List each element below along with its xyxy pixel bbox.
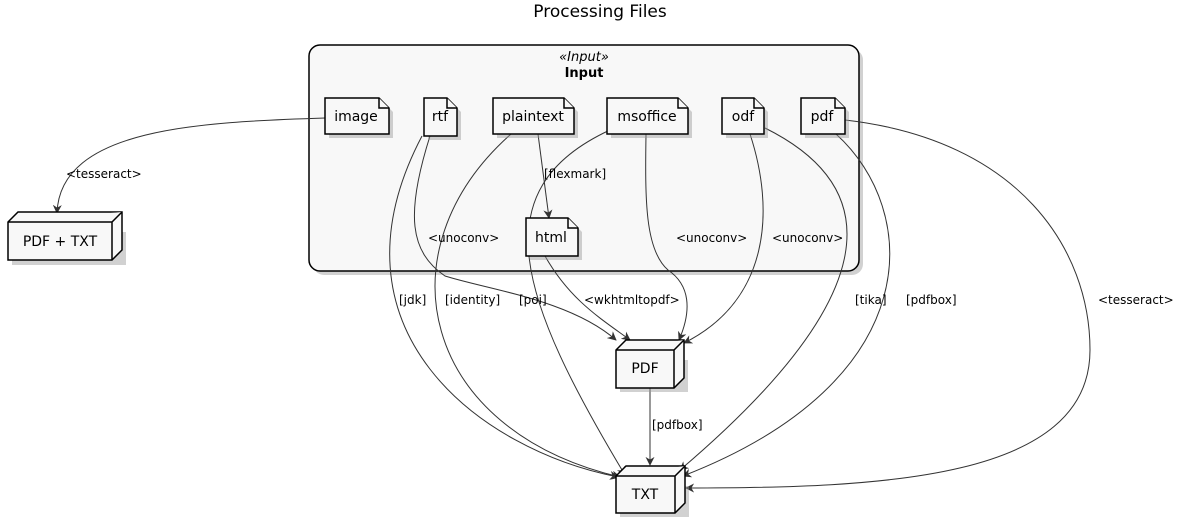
node-pdf-txt-label: PDF + TXT: [23, 234, 98, 250]
edge-labels: <tesseract> [flexmark] <unoconv> <unocon…: [66, 167, 1174, 432]
label-plaintext-identity: [identity]: [445, 293, 500, 307]
node-pdf: PDF: [615, 339, 688, 392]
package-stereotype: «Input»: [559, 50, 609, 65]
artifact-odf-label: odf: [732, 109, 755, 125]
edge-plaintext-html: [537, 133, 553, 219]
edge-msoffice-pdf: [645, 133, 688, 341]
edge-pdf-txt-tesseract: [685, 119, 1091, 493]
artifact-msoffice-label: msoffice: [617, 109, 676, 125]
artifact-pdf: pdf: [800, 97, 849, 138]
artifact-image-label: image: [334, 109, 378, 125]
edge-rtf-txt: [389, 135, 619, 480]
label-plaintext-flexmark: [flexmark]: [544, 167, 606, 181]
label-pdf-tesseract: <tesseract>: [1098, 293, 1174, 307]
edges: [52, 117, 1091, 493]
label-msoffice-unoconv: <unoconv>: [676, 231, 747, 245]
node-txt-label: TXT: [631, 487, 659, 503]
node-pdf-label: PDF: [631, 361, 658, 377]
artifact-odf: odf: [721, 97, 768, 138]
artifact-html: html: [525, 217, 582, 260]
edge-rtf-pdf: [413, 135, 617, 341]
edge-html-pdf: [544, 255, 631, 341]
label-rtf-unoconv: <unoconv>: [428, 231, 499, 245]
label-html-wkhtmltopdf: <wkhtmltopdf>: [584, 293, 680, 307]
label-pdf-pdfbox: [pdfbox]: [906, 293, 957, 307]
package-name: Input: [565, 66, 604, 81]
artifact-msoffice: msoffice: [606, 97, 692, 138]
artifact-image: image: [324, 97, 393, 138]
diagram-title: Processing Files: [533, 2, 667, 22]
edge-pdf-txt: [682, 133, 891, 478]
node-pdf-txt: PDF + TXT: [7, 211, 126, 265]
label-odf-tika: [tika]: [855, 293, 887, 307]
edge-msoffice-txt: [527, 129, 626, 476]
label-image-tesseract: <tesseract>: [66, 167, 142, 181]
artifact-pdf-label: pdf: [811, 109, 835, 125]
edge-odf-txt: [679, 127, 848, 471]
edge-image-pdftxt: [52, 117, 326, 214]
artifact-rtf: rtf: [423, 97, 461, 140]
artifact-rtf-label: rtf: [432, 109, 449, 125]
label-odf-unoconv: <unoconv>: [772, 231, 843, 245]
edge-plaintext-txt: [434, 133, 621, 480]
edge-odf-pdf: [683, 133, 764, 344]
label-pdfout-pdfbox: [pdfbox]: [652, 418, 703, 432]
artifact-html-label: html: [535, 230, 567, 246]
node-txt: TXT: [615, 465, 689, 517]
label-msoffice-poi: [poi]: [519, 293, 547, 307]
label-rtf-jdk: [jdk]: [399, 293, 426, 307]
artifact-plaintext: plaintext: [492, 97, 578, 138]
artifact-plaintext-label: plaintext: [502, 109, 564, 125]
